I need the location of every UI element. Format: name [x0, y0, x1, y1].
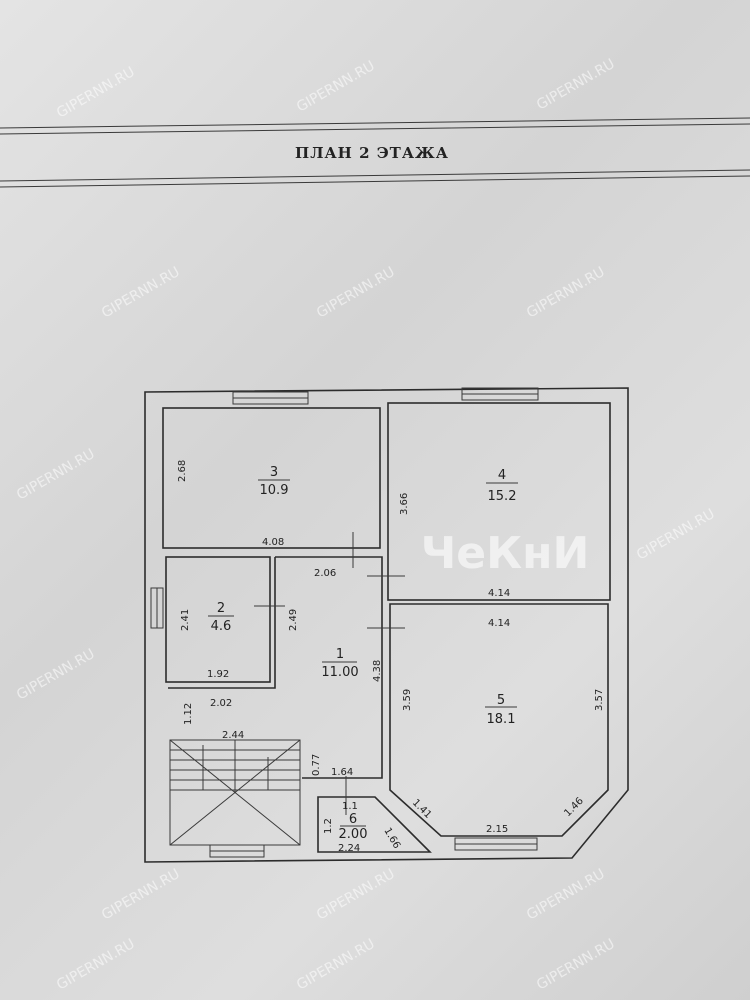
watermark-text: GIPERNN.RU [534, 936, 618, 994]
dimension-label: 1.2 [323, 818, 334, 834]
dimension-label: 1.66 [381, 826, 402, 851]
dimension-label: 2.15 [486, 824, 508, 835]
dimension-label: 4.08 [262, 537, 284, 548]
dimension-label: 4.38 [372, 660, 383, 682]
watermark-text: GIPERNN.RU [524, 264, 608, 322]
room-1-number: 1 [336, 647, 344, 662]
room-4-area: 15.2 [488, 489, 517, 504]
dimension-label: 3.59 [402, 689, 413, 711]
watermark-text: GIPERNN.RU [294, 58, 378, 116]
dimension-label: 1.1 [342, 801, 358, 812]
dimension-label: 2.24 [338, 843, 360, 854]
dimension-label: 2.41 [180, 609, 191, 631]
dimension-label: 1.64 [331, 767, 353, 778]
room-4-number: 4 [498, 468, 506, 483]
room-5 [389, 603, 609, 837]
room-2 [165, 556, 271, 683]
dimension-label: 2.68 [177, 460, 188, 482]
dimension-labels: 2.68 4.08 3.66 4.14 2.06 2.41 2.49 4.14 … [177, 460, 605, 854]
room-3-number: 3 [270, 465, 278, 480]
watermark-text: GIPERNN.RU [99, 866, 183, 924]
dimension-label: 3.66 [399, 493, 410, 515]
dimension-label: 2.49 [288, 609, 299, 631]
door-marks [254, 532, 405, 815]
watermarks: GIPERNN.RU GIPERNN.RU GIPERNN.RU GIPERNN… [14, 56, 718, 994]
dimension-label: 2.02 [210, 698, 232, 709]
windows [150, 387, 539, 858]
room-4 [387, 402, 611, 601]
watermark-text: GIPERNN.RU [314, 866, 398, 924]
dimension-label: 2.44 [222, 730, 244, 741]
watermark-text: GIPERNN.RU [634, 506, 718, 564]
watermark-text: GIPERNN.RU [54, 936, 138, 994]
watermark-text: GIPERNN.RU [524, 866, 608, 924]
dimension-label: 4.14 [488, 588, 510, 599]
room-5-number: 5 [497, 693, 505, 708]
logo-watermark: ЧеКнИ [421, 528, 590, 579]
dimension-label: 1.41 [410, 797, 434, 821]
room-1 [168, 556, 383, 779]
watermark-text: GIPERNN.RU [99, 264, 183, 322]
plan-title: ПЛАН 2 ЭТАЖА [295, 144, 449, 162]
watermark-text: GIPERNN.RU [54, 64, 138, 122]
room-6-number: 6 [349, 812, 357, 827]
outer-wall [144, 387, 629, 863]
dimension-label: 3.57 [594, 689, 605, 711]
dimension-label: 4.14 [488, 618, 510, 629]
room-6-area: 2.00 [339, 827, 368, 842]
room-3-area: 10.9 [260, 483, 289, 498]
watermark-text: GIPERNN.RU [294, 936, 378, 994]
room-5-area: 18.1 [487, 712, 516, 727]
dimension-label: 2.06 [314, 568, 336, 579]
room-6 [317, 796, 432, 853]
room-labels: 1 11.00 2 4.6 3 10.9 4 15.2 5 18.1 6 2.0… [208, 465, 518, 842]
room-3 [162, 407, 381, 549]
watermark-text: GIPERNN.RU [14, 446, 98, 504]
room-2-area: 4.6 [211, 619, 232, 634]
dimension-label: 1.92 [207, 669, 229, 680]
room-1-area: 11.00 [321, 665, 358, 680]
dimension-label: 1.12 [183, 703, 194, 725]
room-2-number: 2 [217, 601, 225, 616]
staircase [169, 739, 301, 846]
dimension-label: 0.77 [311, 754, 322, 776]
watermark-text: GIPERNN.RU [14, 646, 98, 704]
title-frame [0, 117, 750, 188]
watermark-text: GIPERNN.RU [314, 264, 398, 322]
watermark-text: GIPERNN.RU [534, 56, 618, 114]
